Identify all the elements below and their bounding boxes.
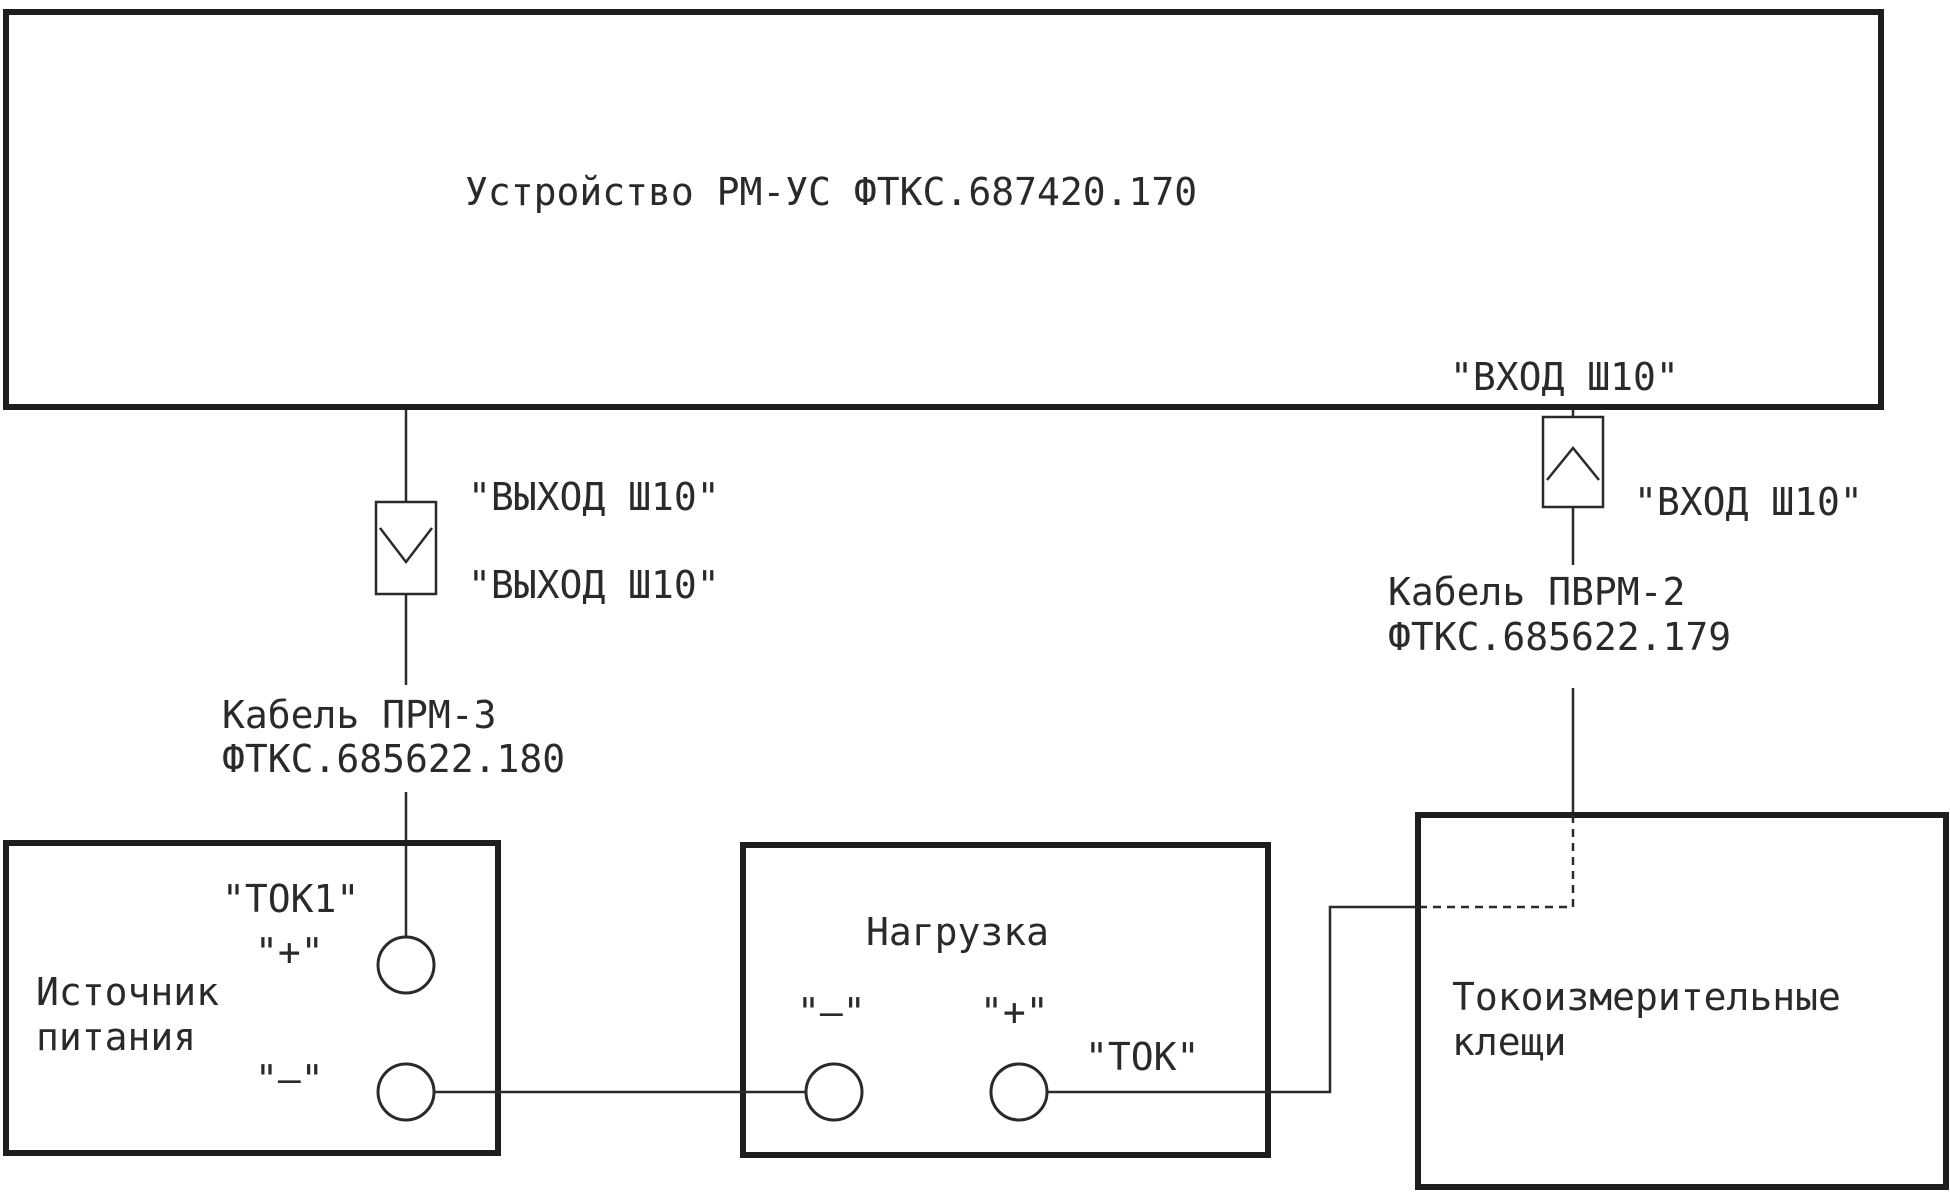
left-connector-top-label: "ВЫХОД Ш10" <box>468 475 720 519</box>
device-title: Устройство РМ-УС ФТКС.687420.170 <box>465 170 1197 214</box>
left-connector-bottom-label: "ВЫХОД Ш10" <box>468 563 720 607</box>
load-plus-label: "+" <box>980 990 1049 1034</box>
device-block <box>3 9 1884 410</box>
left-cable-code: ФТКС.685622.180 <box>222 737 565 781</box>
load-plus-terminal <box>989 1062 1049 1122</box>
wire-load-to-clamp <box>1047 905 1418 1094</box>
load-name: Нагрузка <box>866 910 1049 954</box>
right-connector-chevron-icon <box>1546 446 1600 481</box>
left-connector <box>374 500 438 596</box>
left-connector-chevron-icon <box>379 527 433 565</box>
power-source-name-line1: Источник <box>36 970 219 1014</box>
power-source-name-line2: питания <box>36 1015 196 1059</box>
right-cable-code: ФТКС.685622.179 <box>1388 615 1731 659</box>
left-cable-name: Кабель ПРМ-3 <box>222 693 497 737</box>
load-minus-label: "–" <box>797 990 866 1034</box>
load-tok-label: "ТОК" <box>1085 1035 1199 1079</box>
load-minus-terminal <box>804 1062 864 1122</box>
device-input-label: "ВХОД Ш10" <box>1450 355 1679 399</box>
power-source-minus-label: "–" <box>255 1057 324 1101</box>
clamp-meter-block <box>1415 812 1949 1190</box>
right-cable-name: Кабель ПВРМ-2 <box>1388 570 1685 614</box>
power-source-tok-label: "ТОК1" <box>222 877 359 921</box>
power-source-plus-terminal <box>376 935 436 995</box>
left-connector-body <box>374 500 438 596</box>
power-source-block <box>3 840 501 1156</box>
clamp-name-line2: клещи <box>1452 1020 1566 1064</box>
power-source-plus-label: "+" <box>255 930 324 974</box>
right-connector <box>1541 415 1605 509</box>
power-source-minus-terminal <box>376 1062 436 1122</box>
load-block <box>740 842 1271 1158</box>
right-connector-label: "ВХОД Ш10" <box>1634 480 1863 524</box>
right-connector-body <box>1541 415 1605 509</box>
clamp-name-line1: Токоизмерительные <box>1452 975 1841 1019</box>
clamp-internal-dashed-link <box>1418 815 1575 909</box>
